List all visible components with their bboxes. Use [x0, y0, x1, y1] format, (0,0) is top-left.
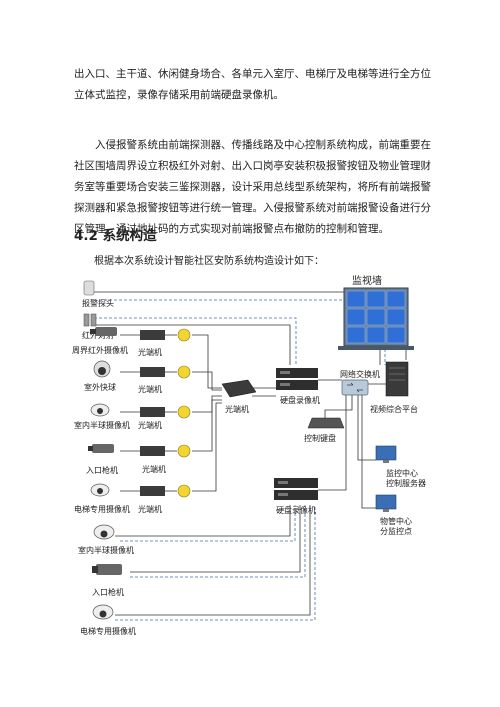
- transceiver-5-label: 光端机: [138, 504, 162, 514]
- paragraph-2: 入侵报警系统由前端探测器、传播线路及中心控制系统构成，前端重要在社区围墙周界设立…: [74, 139, 431, 235]
- alarm-probe-label: 报警探头: [82, 298, 114, 308]
- elevator-camera-2: 电梯专用摄像机: [80, 604, 136, 636]
- entrance-gun-1-label: 入口枪机: [86, 465, 118, 475]
- small-transceivers: 光端机 光端机 光端机 光端机 光端机: [138, 328, 191, 514]
- property-center-label: 物管中心分监控点: [380, 516, 412, 536]
- video-platform-label: 视频综合平台: [370, 404, 418, 414]
- elevator-camera-2-label: 电梯专用摄像机: [80, 626, 136, 636]
- connection-lines: [94, 291, 407, 616]
- indoor-half-dome-1-label: 室内半球摄像机: [74, 420, 130, 430]
- monitoring-center: 监控中心控制服务器: [375, 445, 426, 488]
- transceiver-row-1: 光端机: [138, 328, 191, 357]
- switch-label: 网络交换机: [340, 369, 380, 379]
- transceiver-row-3: 光端机: [138, 405, 191, 430]
- outdoor-dome-camera: 室外快球: [84, 360, 116, 392]
- video-wall: 监视墙: [338, 274, 414, 350]
- transceiver-row-5: 光端机: [138, 484, 191, 514]
- entrance-gun-2-label: 入口枪机: [92, 587, 124, 597]
- dvr-2: 硬盘录像机: [274, 478, 318, 515]
- transceiver-4-label: 光端机: [142, 464, 166, 474]
- network-switch: 网络交换机: [340, 369, 380, 396]
- dvr-1-label: 硬盘录像机: [280, 395, 320, 405]
- property-center: 物管中心分监控点: [375, 494, 412, 536]
- diagram-intro: 根据本次系统设计智能社区安防系统构造设计如下：: [94, 256, 324, 267]
- monitor-center-label-1: 监控中心控制服务器: [386, 468, 426, 488]
- control-keyboard: 控制键盘: [304, 417, 345, 443]
- outdoor-dome-label: 室外快球: [84, 382, 116, 392]
- indoor-half-dome-camera-2: 室内半球摄像机: [78, 524, 134, 555]
- transceiver-row-4: 光端机: [140, 444, 191, 474]
- ir-bus-line: [94, 324, 291, 365]
- video-wall-label: 监视墙: [352, 274, 382, 287]
- central-transceiver-label: 光端机: [225, 404, 249, 414]
- section-heading: 4.2 系统构造: [74, 228, 157, 244]
- transceiver-1-label: 光端机: [138, 347, 162, 357]
- entrance-gun-camera-1: 入口枪机: [86, 444, 118, 475]
- central-optical-transceiver: 光端机: [221, 379, 257, 414]
- dvr-2-label: 硬盘录像机: [276, 505, 316, 515]
- transceiver-3-label: 光端机: [138, 420, 162, 430]
- elevator-camera-1-label: 电梯专用摄像机: [74, 504, 130, 514]
- control-keyboard-label: 控制键盘: [304, 433, 336, 443]
- dvr-1: 硬盘录像机: [276, 368, 320, 405]
- elevator-camera-1: 电梯专用摄像机: [74, 483, 130, 514]
- indoor-half-dome-2-label: 室内半球摄像机: [78, 545, 134, 555]
- indoor-half-dome-camera-1: 室内半球摄像机: [74, 403, 130, 430]
- alarm-probe-device: 报警探头: [82, 280, 114, 308]
- perimeter-ir-camera: 周界红外摄像机: [72, 327, 128, 355]
- video-platform: 视频综合平台: [370, 361, 418, 414]
- paragraph-1: 出入口、主干道、休闲健身场合、各单元入室厅、电梯厅及电梯等进行全方位立体式监控，…: [74, 68, 431, 101]
- alarm-bus-line: [94, 291, 381, 365]
- entrance-gun-camera-2: 入口枪机: [92, 564, 124, 597]
- transceiver-2-label: 光端机: [138, 384, 162, 394]
- perimeter-ir-camera-label: 周界红外摄像机: [72, 345, 128, 355]
- transceiver-row-2: 光端机: [138, 365, 191, 394]
